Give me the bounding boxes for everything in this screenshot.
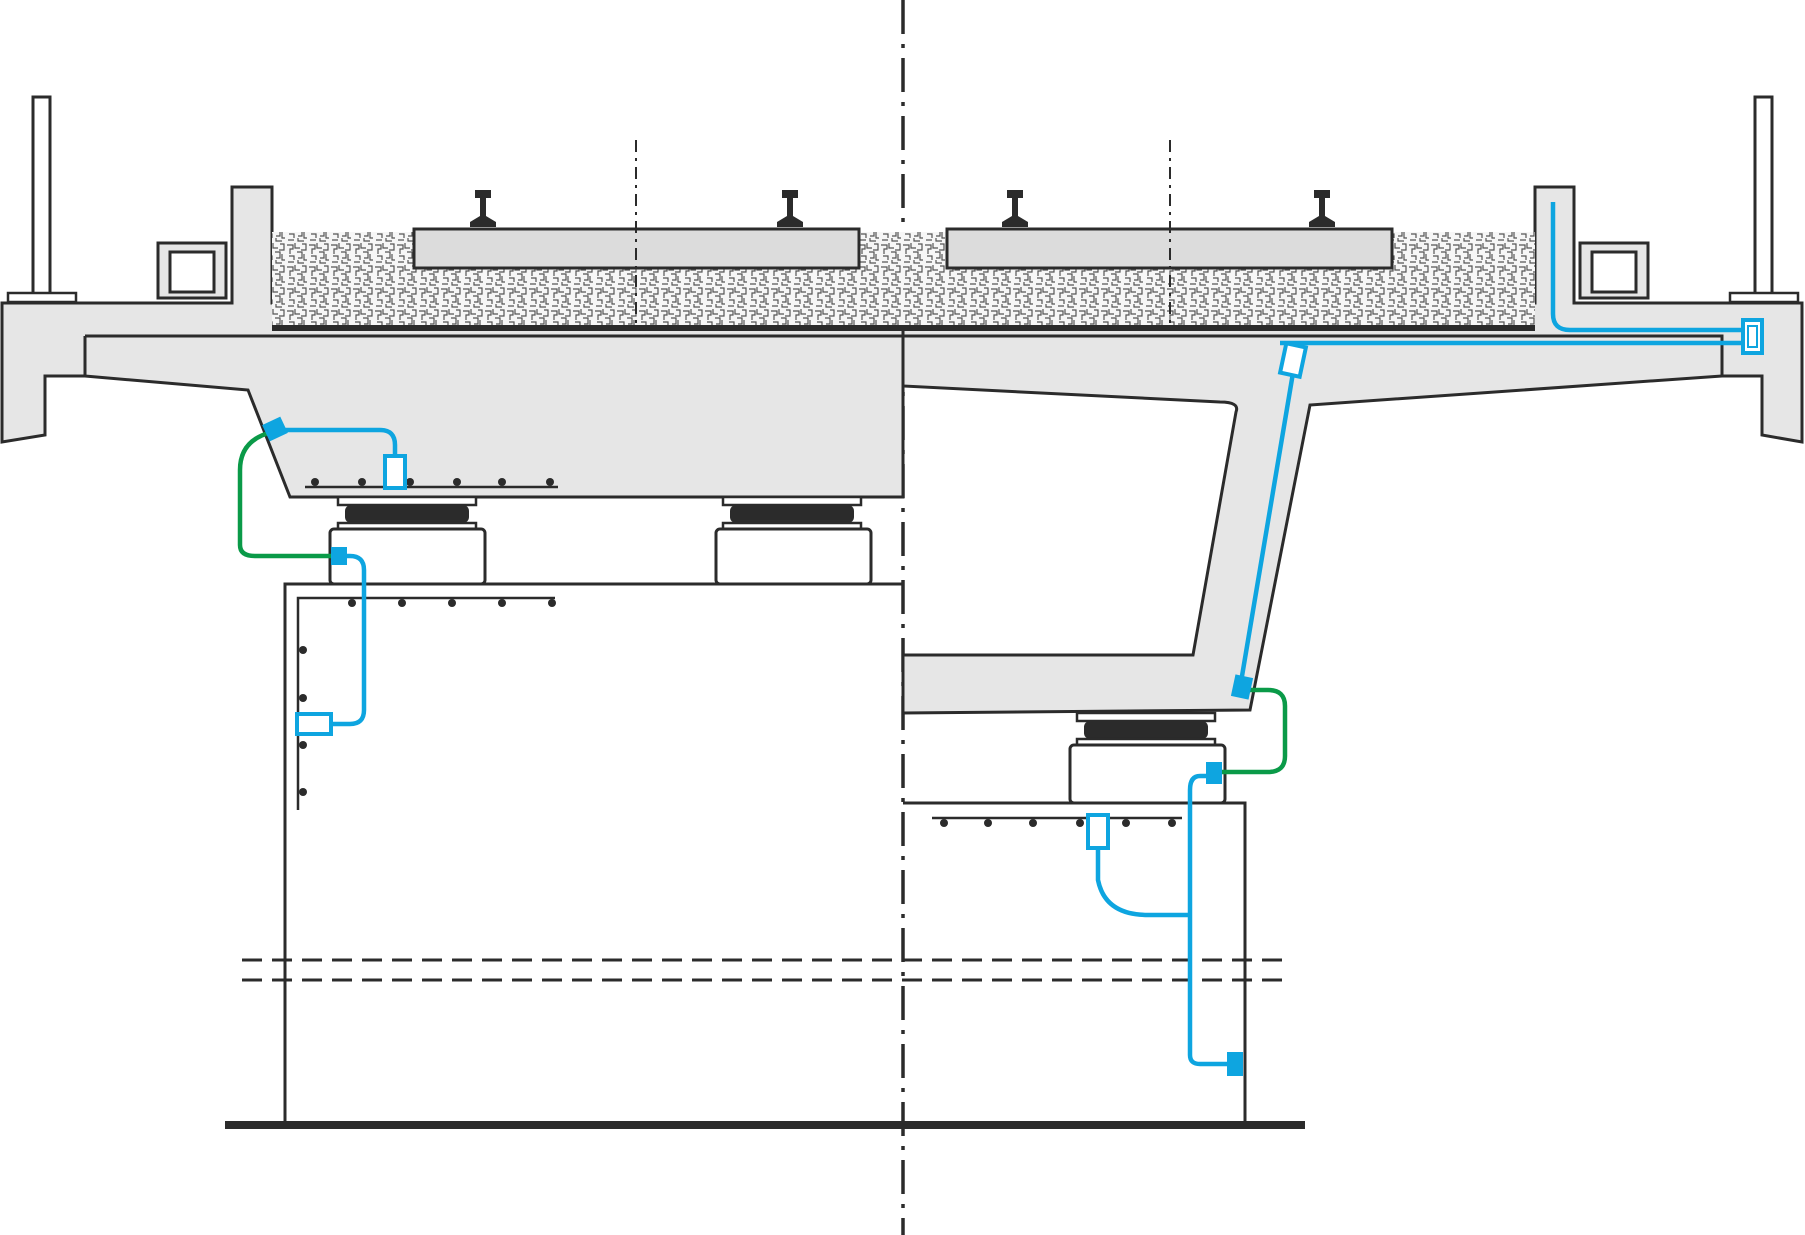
right-support: [903, 711, 1247, 1125]
test-box-icon: [383, 454, 407, 490]
rebar-dot-icon: [940, 819, 948, 827]
terminal-block-icon: [1230, 674, 1254, 700]
rebar-dot-icon: [299, 694, 307, 702]
left-pier-rebar: [296, 596, 555, 810]
rail-icon: [1002, 190, 1028, 227]
test-box-icon: [1086, 813, 1110, 850]
rebar-dot-icon: [311, 478, 319, 486]
rebar-dot-icon: [299, 646, 307, 654]
rebar-dot-icon: [1076, 819, 1084, 827]
bearing-pad-2: [721, 495, 863, 507]
rebar-dots: [299, 478, 1176, 827]
pedestal-2: [714, 527, 873, 586]
rebar-dot-icon: [299, 741, 307, 749]
left-cable-trough-inner: [168, 250, 216, 294]
right-pier: [903, 801, 1247, 1125]
left-grounding-circuit: [237, 416, 407, 736]
bearing-elastomer-1: [345, 505, 469, 523]
right-railing-post: [1753, 95, 1774, 297]
terminal-block-icon: [1206, 762, 1222, 784]
rebar-dot-icon: [448, 599, 456, 607]
right-cable-trough-inner: [1590, 250, 1638, 294]
left-railing-post: [31, 95, 52, 297]
bearing-elastomer-3: [1084, 721, 1208, 739]
rebar-dot-icon: [1029, 819, 1037, 827]
right-green-jumper: [1220, 687, 1288, 775]
left-green-jumper: [237, 429, 340, 559]
rebar-dot-icon: [358, 478, 366, 486]
terminal-block-icon: [331, 547, 347, 565]
bearing-pad-3: [1075, 711, 1217, 723]
right-grounding-circuit: [1086, 202, 1764, 1076]
rebar-dot-icon: [546, 478, 554, 486]
rail-icon: [1309, 190, 1335, 227]
rebar-dot-icon: [348, 599, 356, 607]
rebar-dot-icon: [453, 478, 461, 486]
left-girder: [0, 95, 905, 499]
left-blue-lead-pier: [330, 553, 367, 727]
bearing-pad-1: [336, 495, 478, 507]
right-blue-cable-trough-lead: [1550, 202, 1755, 333]
left-deck-flange: [0, 185, 905, 499]
left-support: [283, 485, 903, 1125]
rebar-dot-icon: [406, 478, 414, 486]
rebar-dot-icon: [398, 599, 406, 607]
test-box-icon: [295, 712, 333, 736]
rail-icon: [470, 190, 496, 227]
rails: [470, 190, 1335, 227]
rebar-dot-icon: [299, 788, 307, 796]
left-pier: [283, 582, 903, 1125]
rebar-dot-icon: [984, 819, 992, 827]
right-slab-outline: [903, 334, 1724, 376]
rebar-dot-icon: [498, 478, 506, 486]
right-blue-test-lead: [1095, 850, 1190, 918]
terminal-block-icon: [1227, 1052, 1243, 1076]
terminal-block-icon: [262, 416, 288, 442]
left-blue-lead-girder: [280, 427, 398, 458]
left-slab-outline: [83, 334, 903, 376]
test-box-icon: [1741, 318, 1764, 355]
right-blue-web-lead: [1237, 354, 1299, 689]
rail-icon: [777, 190, 803, 227]
rebar-dot-icon: [1168, 819, 1176, 827]
right-blue-pier-lead: [1187, 773, 1232, 1067]
bearing-elastomer-2: [730, 505, 854, 523]
right-girder: [901, 95, 1804, 715]
left-railing-base: [6, 291, 78, 304]
rebar-dot-icon: [498, 599, 506, 607]
rebar-dot-icon: [1122, 819, 1130, 827]
rebar-dot-icon: [548, 599, 556, 607]
right-railing-base: [1728, 291, 1800, 304]
test-box-icon: [1277, 340, 1309, 380]
test-box-icon-inner: [1747, 325, 1758, 348]
